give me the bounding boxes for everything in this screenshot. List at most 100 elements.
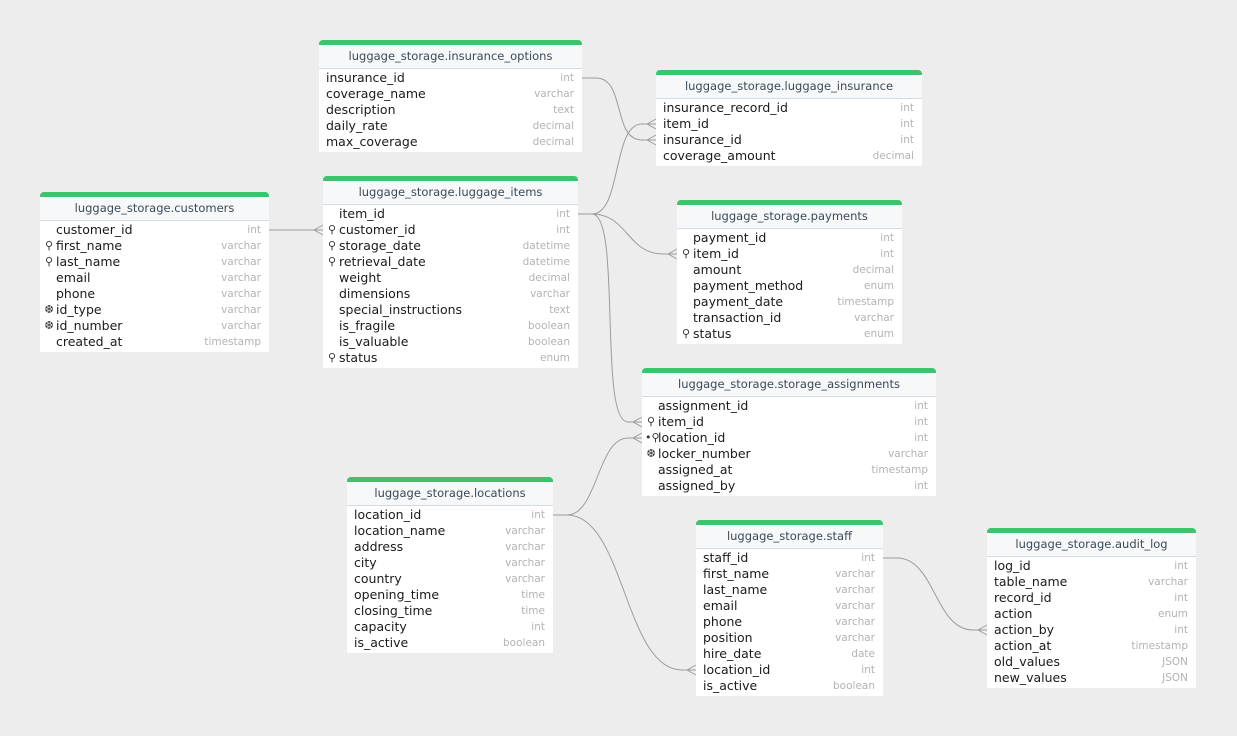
column-name: insurance_id bbox=[663, 132, 742, 147]
column-name: phone bbox=[56, 286, 96, 301]
relationship-line[interactable] bbox=[553, 437, 642, 516]
column-name: created_at bbox=[56, 334, 123, 349]
column-name: dimensions bbox=[339, 286, 411, 301]
relationship-line[interactable] bbox=[553, 514, 696, 671]
column-name: status bbox=[693, 326, 732, 341]
column-type: varchar bbox=[835, 600, 875, 612]
column-name: staff_id bbox=[703, 550, 749, 565]
key-icon: ⚲ bbox=[327, 351, 337, 364]
column-row[interactable]: phone varchar bbox=[696, 614, 883, 630]
table-storage-assignments[interactable]: luggage_storage.storage_assignments assi… bbox=[642, 368, 936, 496]
relationship-line[interactable] bbox=[578, 123, 656, 215]
column-marker bbox=[326, 334, 338, 350]
table-insurance-options[interactable]: luggage_storage.insurance_options insura… bbox=[319, 40, 582, 152]
table-luggage-insurance[interactable]: luggage_storage.luggage_insurance insura… bbox=[656, 70, 922, 166]
column-type: varchar bbox=[835, 616, 875, 628]
relationship-line[interactable] bbox=[578, 213, 677, 255]
column-type: varchar bbox=[534, 88, 574, 100]
relationship-line[interactable] bbox=[883, 557, 987, 631]
relationship-line[interactable] bbox=[578, 213, 642, 423]
column-type: decimal bbox=[532, 136, 574, 148]
column-type: decimal bbox=[852, 264, 894, 276]
column-name: customer_id bbox=[339, 222, 416, 237]
column-name: phone bbox=[703, 614, 743, 629]
relationship-line[interactable] bbox=[582, 77, 656, 141]
composite-key-icon: •⚲ bbox=[645, 431, 660, 444]
column-name: id_type bbox=[56, 302, 102, 317]
